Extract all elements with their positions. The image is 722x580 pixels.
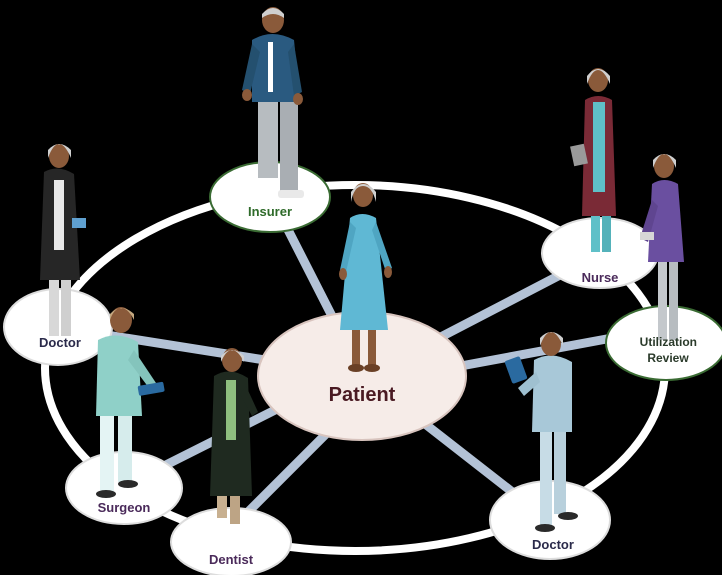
insurer-figure <box>242 7 304 198</box>
spoke-utilization-review <box>445 333 617 373</box>
patient-node <box>257 311 467 441</box>
node-label-surgeon: Surgeon <box>98 500 151 515</box>
surgeon-figure <box>96 307 165 498</box>
node-label-dentist: Dentist <box>209 552 254 567</box>
node-label-insurer: Insurer <box>248 204 292 219</box>
spoke-dentist <box>235 420 340 525</box>
nurse-figure <box>570 68 616 252</box>
node-label-doctor-right: Doctor <box>532 537 574 552</box>
node-label-utilization-review: Utilization Review <box>640 335 701 365</box>
reviewer-figure <box>640 154 684 340</box>
dentist-figure <box>210 348 258 524</box>
doctor-right-figure <box>504 332 578 532</box>
node-label-doctor-left: Doctor <box>39 335 81 350</box>
node-label-nurse: Nurse <box>582 270 619 285</box>
spoke-insurer <box>277 213 340 327</box>
spoke-doctor-right <box>415 415 525 503</box>
patient-figure <box>339 183 392 372</box>
doctor-left-figure <box>40 144 86 336</box>
patient-label: Patient <box>329 384 396 406</box>
